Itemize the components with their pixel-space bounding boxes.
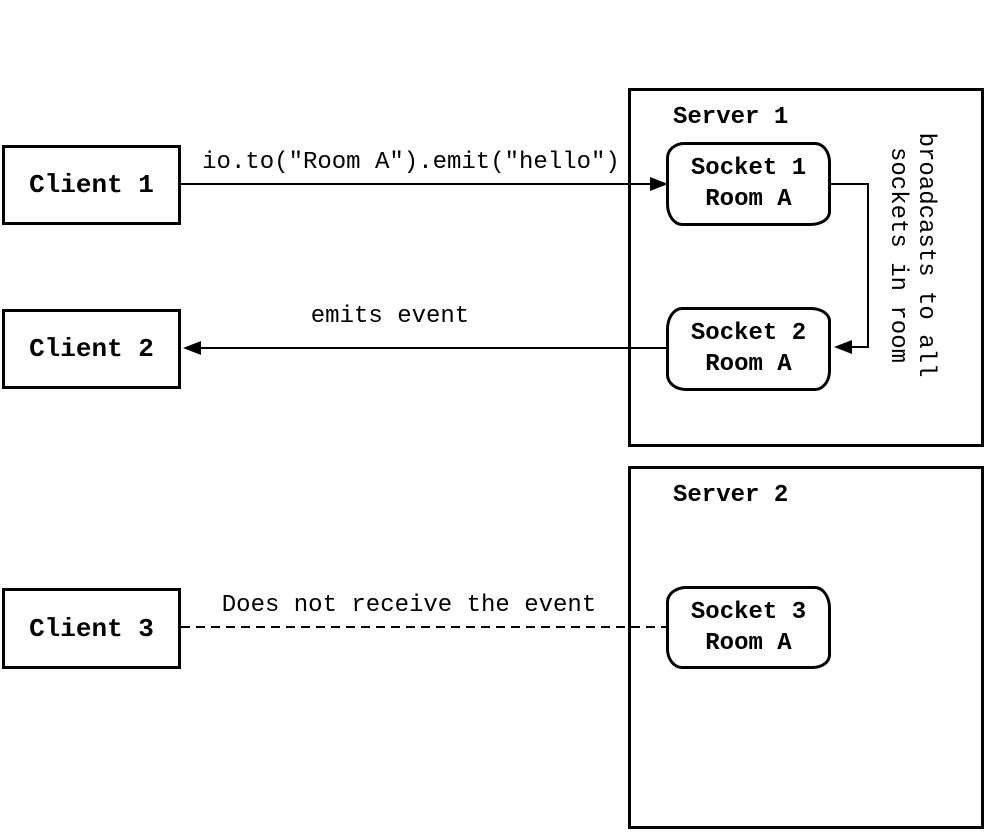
- emit-arrowhead-icon: [650, 177, 668, 191]
- not-received-label: Does not receive the event: [221, 592, 597, 619]
- client-2-label: Client 2: [29, 334, 154, 364]
- broadcast-arrowhead-icon: [834, 340, 852, 354]
- broadcast-note-label: broadcasts to all sockets in room: [884, 132, 939, 378]
- emits-event-label: emits event: [310, 303, 470, 330]
- emits-event-arrowhead-icon: [183, 341, 201, 355]
- socket-3-room: Room A: [705, 629, 792, 657]
- socket-1-name: Socket 1: [690, 155, 807, 182]
- client-1-box: Client 1: [2, 145, 181, 225]
- socket-1-box: Socket 1 Room A: [666, 142, 831, 226]
- server-1-label: Server 1: [673, 104, 789, 131]
- client-1-label: Client 1: [29, 170, 154, 200]
- socket-3-name: Socket 3: [690, 598, 807, 626]
- client-2-box: Client 2: [2, 309, 181, 389]
- emit-call-label: io.to("Room A").emit("hello"): [202, 149, 620, 176]
- socket-2-room: Room A: [705, 351, 792, 378]
- broadcast-connector-line: [831, 183, 869, 348]
- client-3-box: Client 3: [2, 588, 181, 669]
- socket-2-box: Socket 2 Room A: [666, 307, 831, 391]
- socket-1-room: Room A: [705, 186, 792, 213]
- server-2-label: Server 2: [673, 482, 789, 509]
- socket-2-name: Socket 2: [690, 320, 807, 347]
- client-3-label: Client 3: [29, 613, 154, 644]
- socket-3-box: Socket 3 Room A: [666, 586, 831, 669]
